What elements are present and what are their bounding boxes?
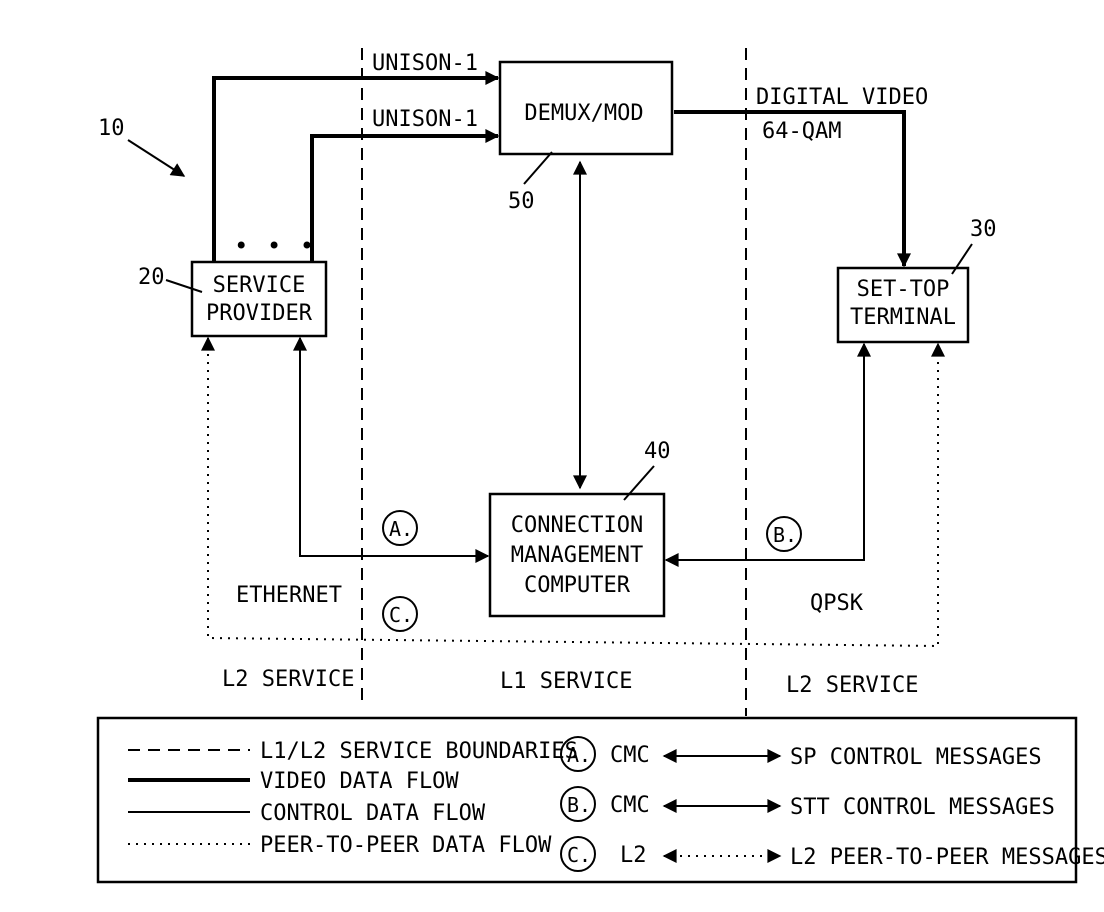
service-provider-ref: 20 bbox=[138, 265, 165, 290]
marker-c: C. bbox=[383, 597, 417, 631]
set-top-line1: SET-TOP bbox=[857, 277, 950, 302]
qpsk-label: QPSK bbox=[810, 591, 864, 616]
set-top-line2: TERMINAL bbox=[850, 305, 956, 330]
legend-msg-c-from: L2 bbox=[620, 843, 647, 868]
zone-mid-label: L1 SERVICE bbox=[500, 669, 632, 694]
cmc-ref: 40 bbox=[644, 439, 671, 464]
figure-ref-label: 10 bbox=[98, 116, 125, 141]
svg-text:A.: A. bbox=[389, 517, 413, 541]
unison-top-label: UNISON-1 bbox=[372, 51, 478, 76]
legend-msg-b-from: CMC bbox=[610, 793, 650, 818]
figure-ref-arrow bbox=[128, 140, 184, 176]
cmc-line2: MANAGEMENT bbox=[511, 543, 643, 568]
cmc-line1: CONNECTION bbox=[511, 513, 643, 538]
video-flow-unison-bottom bbox=[312, 136, 498, 262]
legend-boundaries-label: L1/L2 SERVICE BOUNDARIES bbox=[260, 739, 578, 764]
zone-left-label: L2 SERVICE bbox=[222, 667, 354, 692]
set-top-ref: 30 bbox=[970, 217, 997, 242]
legend-msg-a-to: SP CONTROL MESSAGES bbox=[790, 745, 1042, 770]
marker-b: B. bbox=[767, 517, 801, 551]
legend-peer-label: PEER-TO-PEER DATA FLOW bbox=[260, 833, 552, 858]
demux-mod-leader bbox=[524, 152, 552, 184]
set-top-terminal-node: SET-TOP TERMINAL bbox=[838, 268, 968, 342]
connection-management-computer-node: CONNECTION MANAGEMENT COMPUTER bbox=[490, 494, 664, 616]
service-provider-line2: PROVIDER bbox=[206, 301, 313, 326]
digital-video-label: DIGITAL VIDEO bbox=[756, 85, 928, 110]
legend-msg-a-from: CMC bbox=[610, 743, 650, 768]
legend-video-label: VIDEO DATA FLOW bbox=[260, 769, 459, 794]
legend-marker-b-text: B. bbox=[567, 793, 591, 817]
service-provider-node: SERVICE PROVIDER bbox=[192, 262, 326, 336]
marker-a: A. bbox=[383, 511, 417, 545]
qam-label: 64-QAM bbox=[762, 119, 841, 144]
zone-right-label: L2 SERVICE bbox=[786, 673, 918, 698]
svg-text:B.: B. bbox=[773, 523, 797, 547]
ethernet-label: ETHERNET bbox=[236, 583, 342, 608]
svg-text:C.: C. bbox=[389, 603, 413, 627]
service-provider-line1: SERVICE bbox=[213, 273, 306, 298]
cmc-line3: COMPUTER bbox=[524, 573, 631, 598]
legend-msg-c-to: L2 PEER-TO-PEER MESSAGES bbox=[790, 845, 1104, 870]
demux-mod-node: DEMUX/MOD bbox=[500, 62, 672, 154]
service-provider-ellipsis: • • • bbox=[234, 232, 316, 260]
legend: L1/L2 SERVICE BOUNDARIES VIDEO DATA FLOW… bbox=[98, 718, 1104, 882]
legend-control-label: CONTROL DATA FLOW bbox=[260, 801, 486, 826]
unison-bottom-label: UNISON-1 bbox=[372, 107, 478, 132]
control-flow-cmc-stt bbox=[666, 344, 864, 560]
legend-msg-b-to: STT CONTROL MESSAGES bbox=[790, 795, 1055, 820]
demux-mod-ref: 50 bbox=[508, 189, 535, 214]
legend-marker-a-text: A. bbox=[567, 743, 591, 767]
legend-marker-c-text: C. bbox=[567, 843, 591, 867]
demux-mod-label: DEMUX/MOD bbox=[524, 101, 643, 126]
